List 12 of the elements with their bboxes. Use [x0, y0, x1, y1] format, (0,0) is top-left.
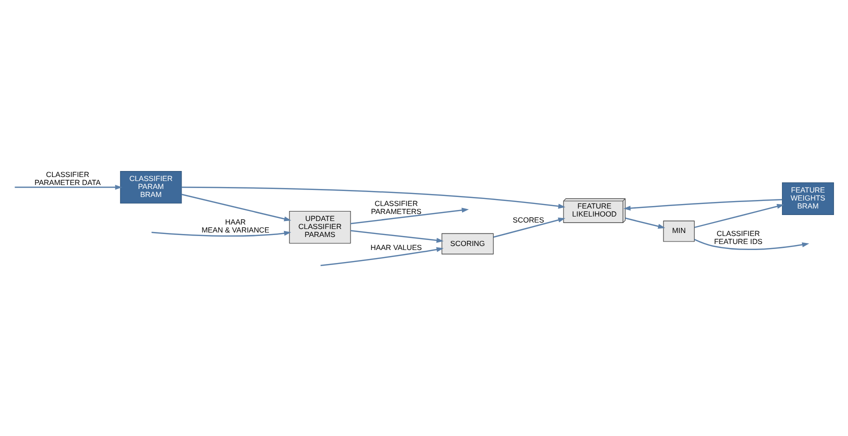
arrow: [320, 246, 444, 266]
arrow: [625, 217, 666, 228]
arrow: [181, 193, 292, 221]
arrow: [152, 230, 292, 236]
arrow: [694, 203, 784, 228]
arrow: [14, 184, 122, 190]
arrow: [694, 238, 810, 250]
arrow: [623, 198, 782, 210]
arrow: [493, 217, 566, 238]
arrow: [182, 186, 566, 208]
arrow: [350, 230, 444, 242]
arrow: [350, 207, 469, 224]
